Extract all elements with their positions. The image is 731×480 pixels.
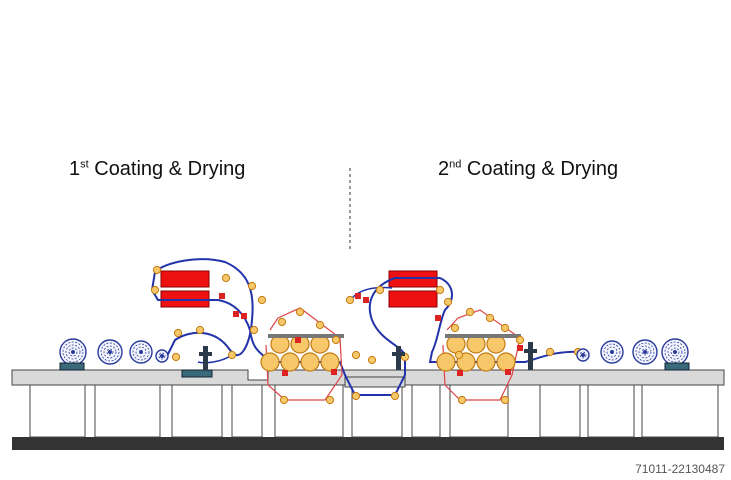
- section-title-2nd-coating: 2nd Coating & Drying: [438, 158, 619, 180]
- floor-base: [12, 437, 724, 450]
- drum-roll-icon: [436, 334, 516, 372]
- drum-roll-icon: [260, 334, 340, 372]
- unwind-reel-icon: [59, 338, 689, 366]
- reference-number: 71011-22130487: [635, 462, 725, 476]
- dryer-hood-icon: [160, 270, 438, 308]
- web-path-section-2: [368, 277, 586, 363]
- frame-bridge: [344, 376, 406, 388]
- coater-station-icon: [199, 342, 537, 370]
- unwind-stand: [59, 362, 85, 371]
- frame-legs: [29, 384, 719, 438]
- drum-guide-lines: [265, 307, 521, 401]
- guide-rollers: [150, 265, 583, 405]
- drum-stack-plate-1: [268, 334, 344, 338]
- web-path-section-1: [150, 258, 254, 361]
- rewind-stand: [664, 362, 690, 371]
- section-title-1st-coating: 1st Coating & Drying: [69, 158, 246, 180]
- coater-base: [181, 369, 213, 378]
- drum-stack-plate-2: [445, 334, 521, 338]
